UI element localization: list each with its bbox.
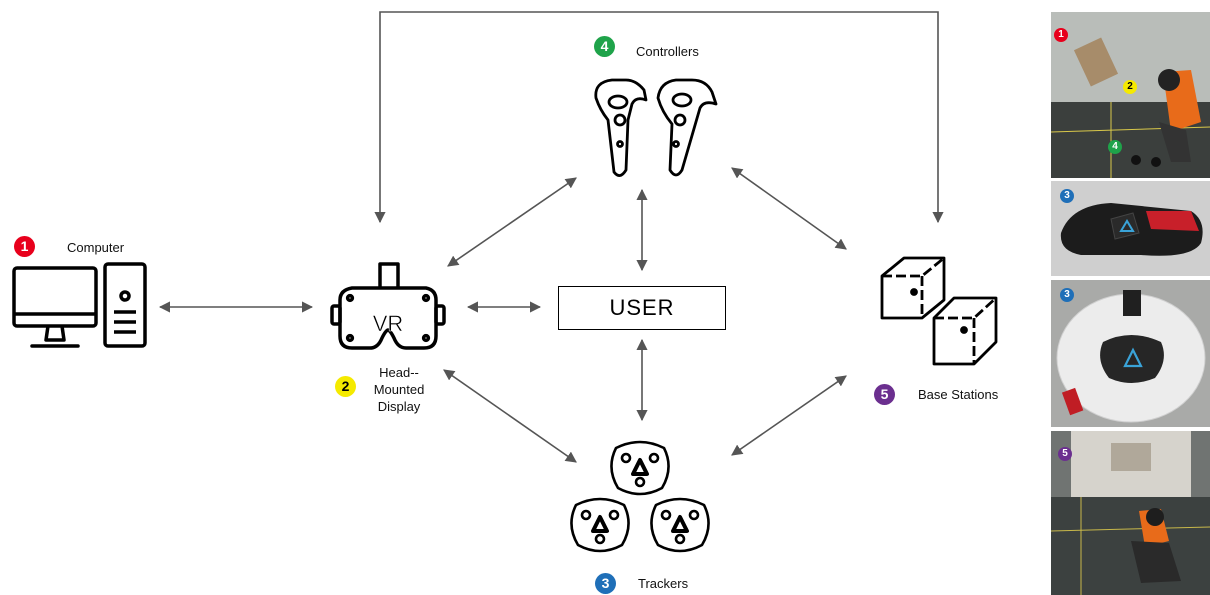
vr-icon-text: VR [373,311,404,336]
trackers-badge: 3 [595,573,616,594]
arrow-controllers-basestations [731,167,847,250]
controllers-label: Controllers [636,44,699,59]
photo3-badge-3: 3 [1060,288,1074,302]
photo-base-stations: 5 [1051,431,1210,595]
vr-headset-icon [330,262,446,350]
hmd-badge: 2 [335,376,356,397]
diagram-canvas: VR [12,11,998,553]
photo-hmd-controllers: 1 2 4 [1051,12,1210,178]
photo2-badge-3: 3 [1060,189,1074,203]
base-stations-label: Base Stations [918,387,999,402]
base-stations-badge: 5 [874,384,895,405]
photo4-badge-5: 5 [1058,447,1072,461]
hmd-label: Head-- Mounted Display [373,365,425,414]
computer-label: Computer [67,240,125,255]
photo1-badge-1: 1 [1054,28,1068,42]
top-connector [374,11,944,224]
photo-helmet-tracker: 3 [1051,280,1210,427]
base-stations-icon [880,256,998,366]
user-box: USER [558,286,726,330]
photo1-badge-2: 2 [1123,80,1137,94]
trackers-label: Trackers [638,576,689,591]
computer-icon [12,262,147,348]
computer-badge: 1 [14,236,35,257]
arrow-hmd-controllers [447,177,577,267]
photo1-badge-4: 4 [1108,140,1122,154]
trackers-icon [570,440,710,553]
photo-shoe-tracker: 3 [1051,181,1210,276]
controllers-icon [594,78,718,177]
arrow-hmd-trackers [443,369,577,463]
controllers-badge: 4 [594,36,615,57]
arrow-trackers-basestations [731,375,847,456]
